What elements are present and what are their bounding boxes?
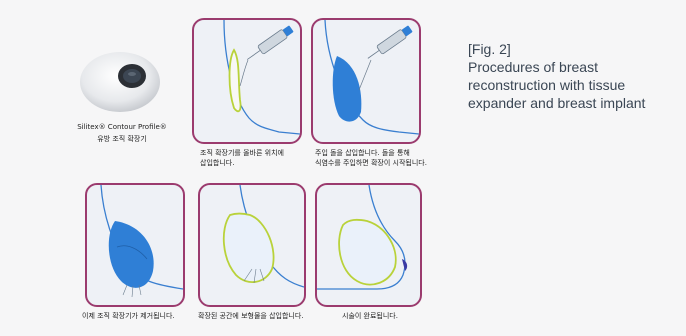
tissue-expander-photo (70, 40, 170, 120)
figure-caption-line-2: reconstruction with tissue (468, 76, 645, 94)
figure-caption: [Fig. 2] Procedures of breast reconstruc… (468, 40, 645, 112)
step-5-panel (315, 183, 422, 307)
step-1-panel (192, 18, 302, 144)
step-4-caption: 확장된 공간에 보형물을 삽입합니다. (198, 312, 304, 321)
step-4-panel (198, 183, 306, 307)
step-3-panel (85, 183, 185, 307)
figure-caption-line-3: expander and breast implant (468, 94, 645, 112)
device-name: Silitex® Contour Profile® (62, 122, 182, 132)
step-1-caption-line-1: 조직 확장기를 올바른 위치에 (200, 149, 284, 158)
step-1-caption-line-2: 삽입합니다. (200, 159, 234, 168)
step-2-caption-line-2: 식염수를 주입하면 확장이 시작됩니다. (315, 159, 427, 168)
step-3-caption: 이제 조직 확장기가 제거됩니다. (82, 312, 175, 321)
figure-label: [Fig. 2] (468, 40, 645, 58)
step-2-panel (311, 18, 421, 144)
figure-caption-line-1: Procedures of breast (468, 58, 645, 76)
step-5-caption: 시술이 완료됩니다. (342, 312, 398, 321)
device-subtitle: 유방 조직 확장기 (62, 134, 182, 144)
step-2-caption-line-1: 주입 돌을 삽입합니다. 돌을 통해 (315, 149, 410, 158)
